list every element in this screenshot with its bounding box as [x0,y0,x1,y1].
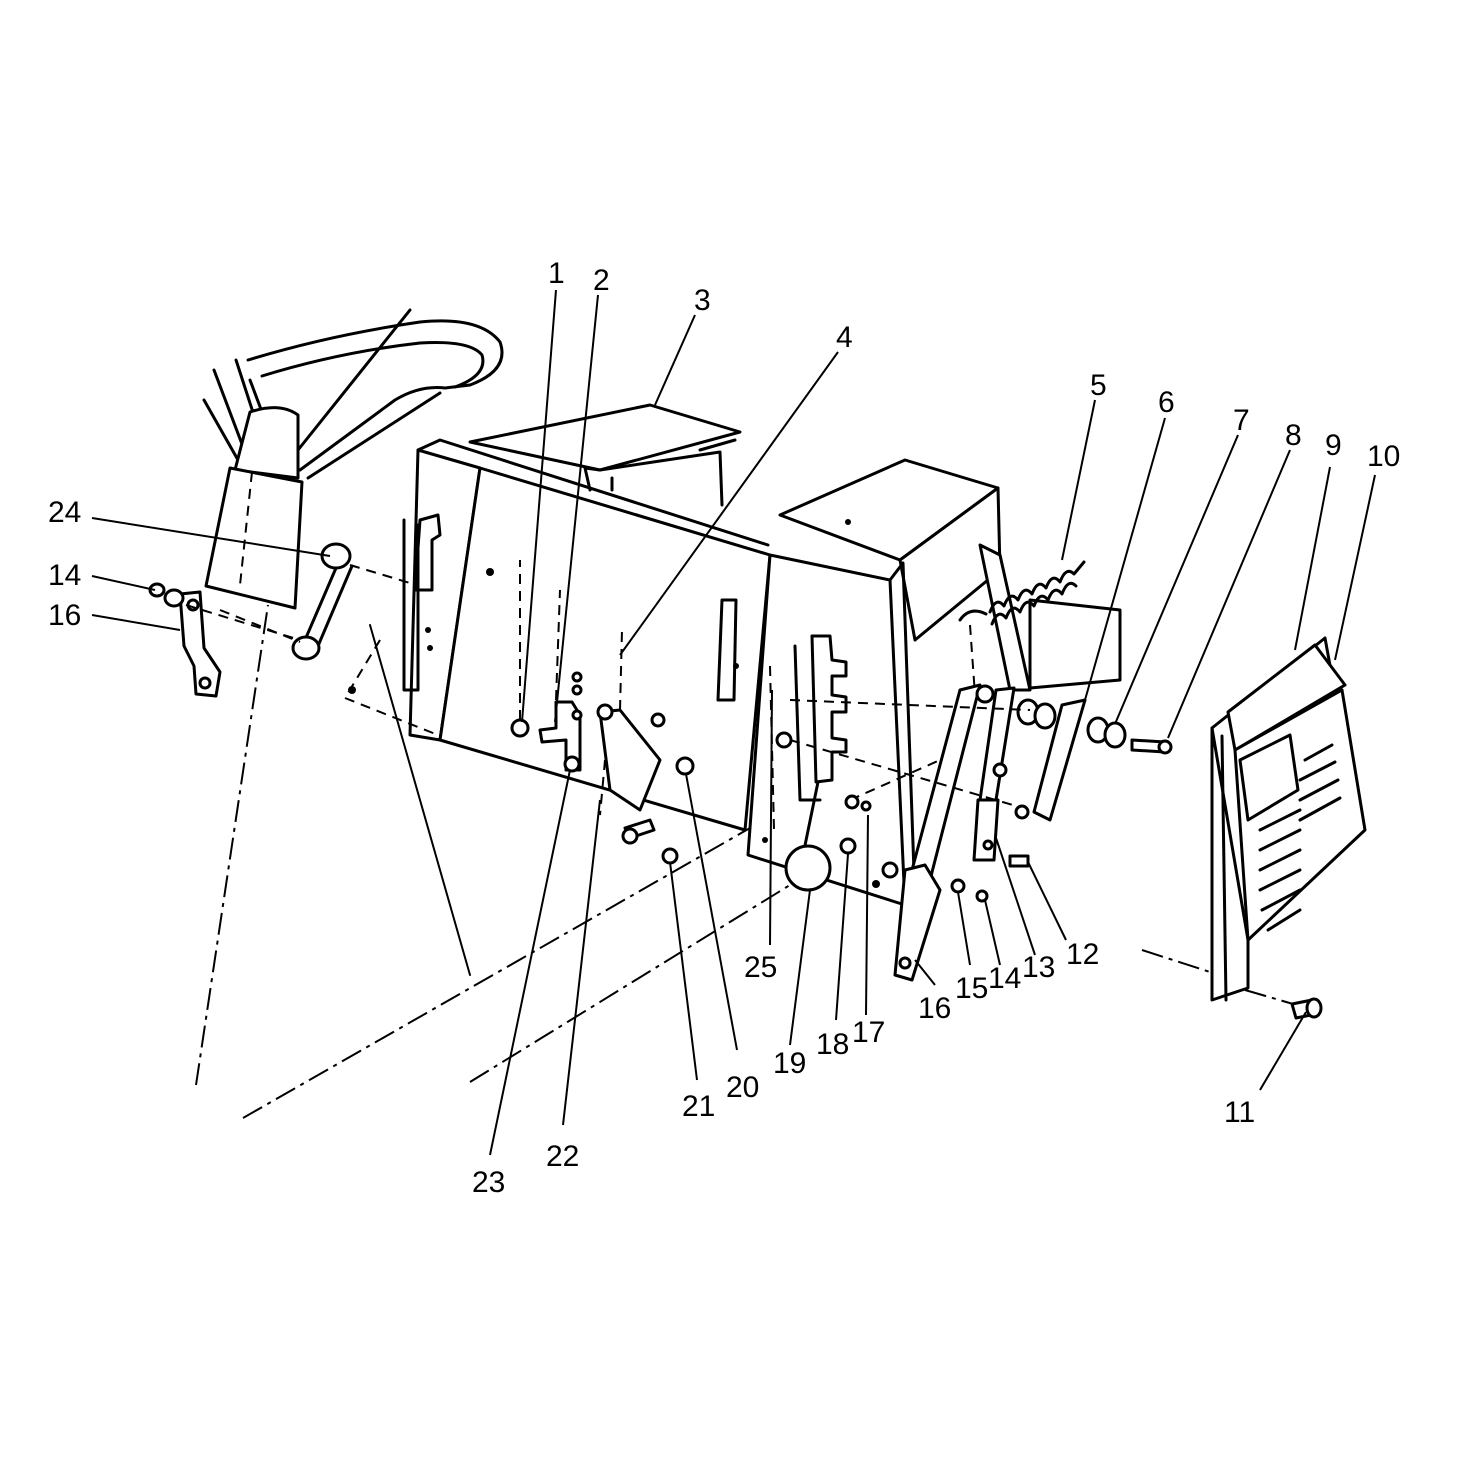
left-bracket [148,582,301,698]
callout-4: 4 [836,321,853,354]
callout-2: 2 [593,264,610,297]
callout-15: 15 [955,972,988,1005]
callout-17: 17 [852,1016,885,1049]
callout-16-left: 16 [48,599,81,632]
right-levers [789,683,1173,982]
centre-hardware [510,560,872,865]
center-lines [195,604,1301,1119]
steering-arm [219,542,511,661]
callout-25: 25 [744,951,777,984]
callout-24: 24 [48,496,81,529]
callout-14-right: 14 [988,962,1021,995]
shift-gate [784,634,848,892]
callout-14-left: 14 [48,559,81,592]
callout-22: 22 [546,1140,579,1173]
callout-5: 5 [1090,369,1107,402]
callout-3: 3 [694,284,711,317]
callout-20: 20 [726,1071,759,1104]
callout-23: 23 [472,1166,505,1199]
callout-12: 12 [1066,938,1099,971]
leader-lines [91,289,1376,1156]
callout-labels: 1 2 3 4 5 6 7 8 9 10 11 12 13 14 15 16 1… [48,257,1400,1199]
callout-19: 19 [773,1047,806,1080]
spring [958,560,1086,696]
callout-9: 9 [1325,429,1342,462]
callout-1: 1 [548,257,565,290]
callout-13: 13 [1022,951,1055,984]
callout-6: 6 [1158,386,1175,419]
callout-18: 18 [816,1028,849,1061]
callout-8: 8 [1285,419,1302,452]
callout-21: 21 [682,1090,715,1123]
grille-slots [1258,743,1342,932]
callout-7: 7 [1233,404,1250,437]
steering-wheel [202,308,504,610]
callout-11: 11 [1224,1096,1255,1129]
grille-assembly [1210,636,1367,1020]
dash-panel [344,403,1122,907]
callout-10: 10 [1367,440,1400,473]
callout-16-right: 16 [918,992,951,1025]
